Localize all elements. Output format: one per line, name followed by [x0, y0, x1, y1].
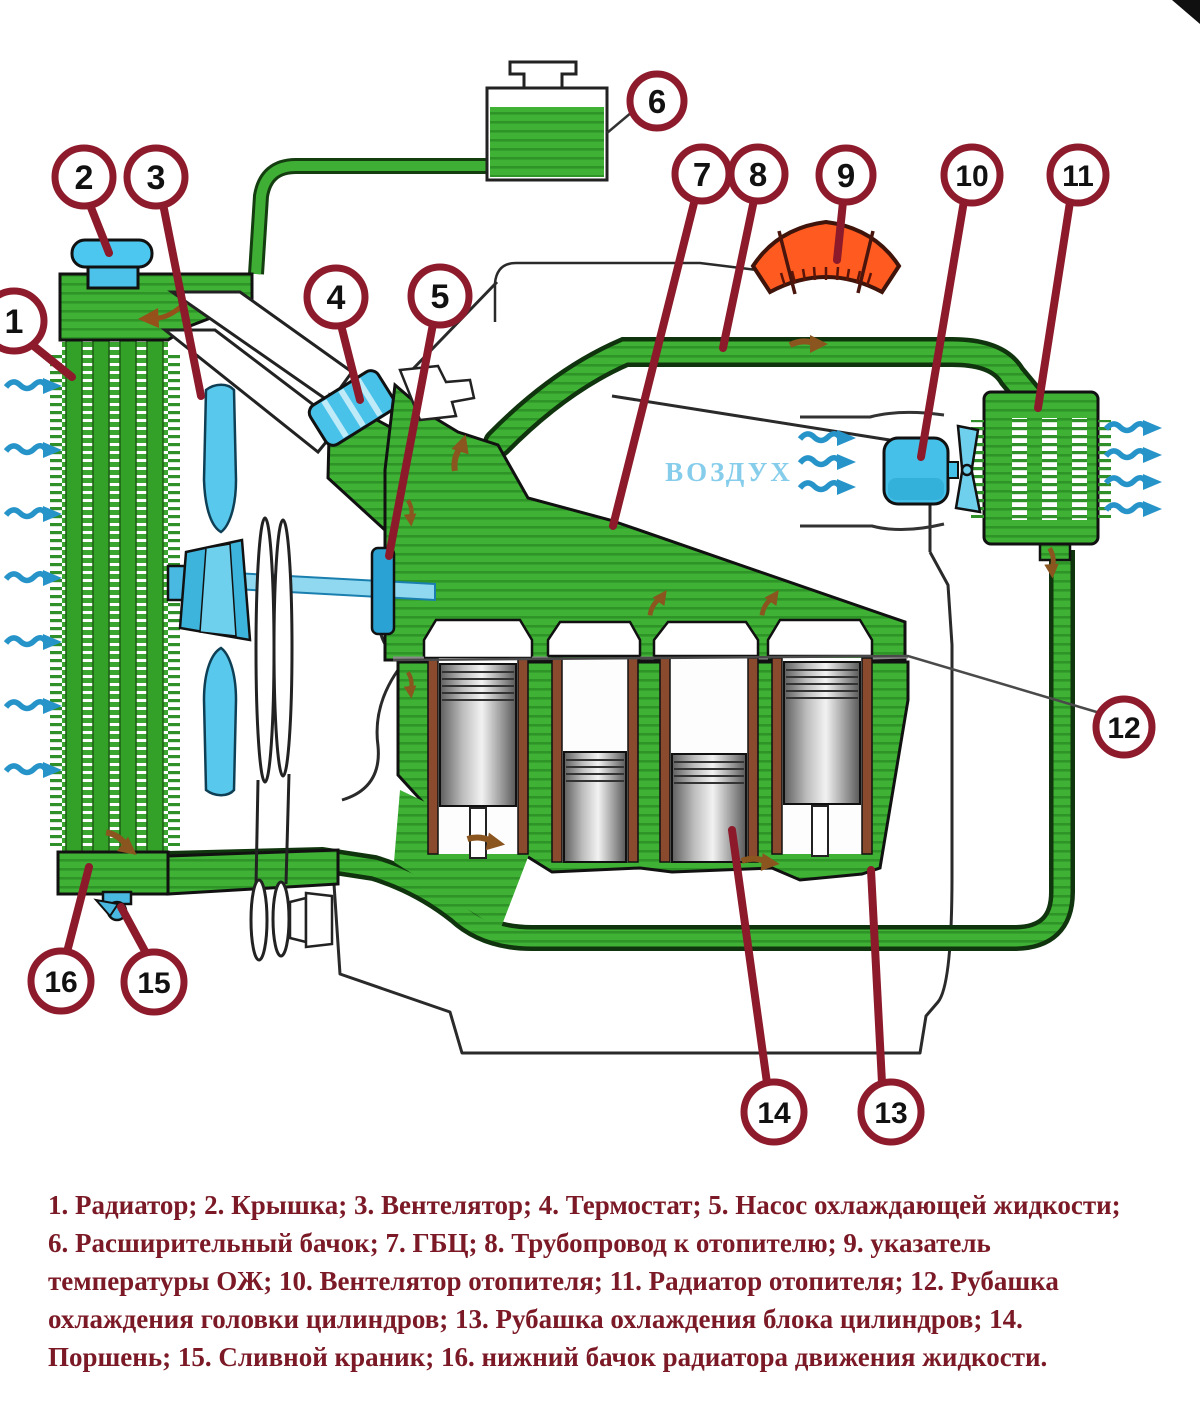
svg-text:16: 16: [44, 966, 77, 999]
piston-1: [439, 663, 517, 807]
radiator-bottom-tank: [56, 850, 170, 896]
svg-text:14: 14: [757, 1097, 791, 1130]
callout-10: 10: [940, 143, 1004, 207]
callout-1: 1: [0, 287, 48, 355]
heater-radiator: [971, 390, 1111, 562]
drive-pulley: [254, 516, 276, 784]
page-corner-mark: [1172, 0, 1200, 24]
callout-14: 14: [740, 1078, 808, 1146]
thermostat-assembly: [160, 290, 424, 545]
cooling-fan: [166, 383, 252, 797]
fan-blade-bottom: [202, 646, 238, 797]
engine: [383, 364, 910, 930]
svg-text:13: 13: [874, 1097, 907, 1130]
combustion-chambers: [422, 618, 874, 660]
svg-text:7: 7: [693, 156, 711, 193]
leader-line-12: [392, 654, 1101, 715]
svg-text:15: 15: [137, 967, 170, 1000]
cylinder-3: [659, 657, 759, 863]
svg-text:2: 2: [75, 159, 94, 197]
radiator-cap: [70, 238, 154, 290]
heater-pipe: [483, 337, 1047, 458]
cooling-system-diagram: ВОЗДУХ: [0, 0, 1200, 1146]
callout-5: 5: [407, 263, 473, 329]
svg-text:4: 4: [327, 279, 346, 317]
callout-11: 11: [1046, 143, 1110, 207]
svg-text:11: 11: [1062, 160, 1094, 193]
piston-2: [563, 751, 627, 863]
cylinder-4: [771, 657, 873, 857]
expansion-tank-neck: [508, 60, 578, 90]
callouts: 1 2 3 4 5 6 7 8: [0, 70, 1156, 1146]
expansion-tank: [248, 60, 609, 275]
svg-text:3: 3: [147, 159, 166, 197]
callout-leader-lines: [26, 195, 1074, 1087]
pump-impeller: [370, 546, 396, 636]
heater-fins-right: [1098, 420, 1111, 518]
fan-blade-top: [202, 383, 238, 534]
cylinder-2: [551, 657, 639, 863]
heater-fan-blades: [954, 424, 982, 514]
legend-line-4: охлаждения головки цилиндров; 13. Рубашк…: [48, 1304, 1023, 1334]
svg-text:12: 12: [1107, 712, 1140, 745]
thermostat: [307, 369, 397, 447]
crankshaft-pulley: [249, 878, 334, 962]
callout-16: 16: [27, 947, 95, 1015]
cylinder-head-jacket: [383, 382, 907, 662]
legend-line-1: 1. Радиатор; 2. Крышка; 3. Вентелятор; 4…: [48, 1190, 1121, 1220]
leader-line-6: [606, 111, 633, 134]
callout-2: 2: [51, 144, 117, 210]
svg-text:5: 5: [431, 278, 450, 316]
cylinder-1: [427, 657, 529, 859]
heater-fan: [800, 410, 982, 532]
callout-8: 8: [727, 143, 789, 205]
air-arrows-heater-in: [800, 430, 856, 495]
callout-12: 12: [1092, 695, 1156, 759]
svg-text:10: 10: [955, 160, 988, 193]
fan-belt: [254, 779, 260, 887]
svg-text:1: 1: [5, 303, 24, 341]
radiator: [50, 238, 340, 922]
air-arrows-heater-out: [1106, 420, 1162, 517]
callout-15: 15: [120, 948, 188, 1016]
callout-9: 9: [815, 144, 877, 206]
legend-line-3: температуры ОЖ; 10. Вентелятор отопителя…: [48, 1266, 1059, 1296]
callout-13: 13: [857, 1078, 925, 1146]
callout-3: 3: [123, 144, 189, 210]
gauge-wire: [493, 261, 758, 322]
radiator-fins-left: [50, 354, 62, 846]
svg-text:8: 8: [749, 156, 767, 193]
return-pipe: [167, 550, 1075, 951]
legend-line-5: Поршень; 15. Сливной краник; 16. нижний …: [48, 1342, 1048, 1372]
callout-7: 7: [671, 143, 733, 205]
callout-6: 6: [626, 70, 688, 132]
legend: 1. Радиатор; 2. Крышка; 3. Вентелятор; 4…: [48, 1186, 1168, 1376]
legend-line-2: 6. Расширительный бачок; 7. ГБЦ; 8. Труб…: [48, 1228, 991, 1258]
temperature-gauge: [750, 219, 902, 295]
fan-belt-drive: [249, 516, 334, 962]
radiator-outlet: [166, 848, 340, 896]
expansion-tank-coolant: [490, 107, 604, 177]
air-label: ВОЗДУХ: [665, 457, 793, 487]
piston-4: [783, 661, 861, 805]
svg-text:9: 9: [837, 157, 855, 194]
callout-4: 4: [303, 264, 369, 330]
svg-text:6: 6: [648, 83, 666, 120]
